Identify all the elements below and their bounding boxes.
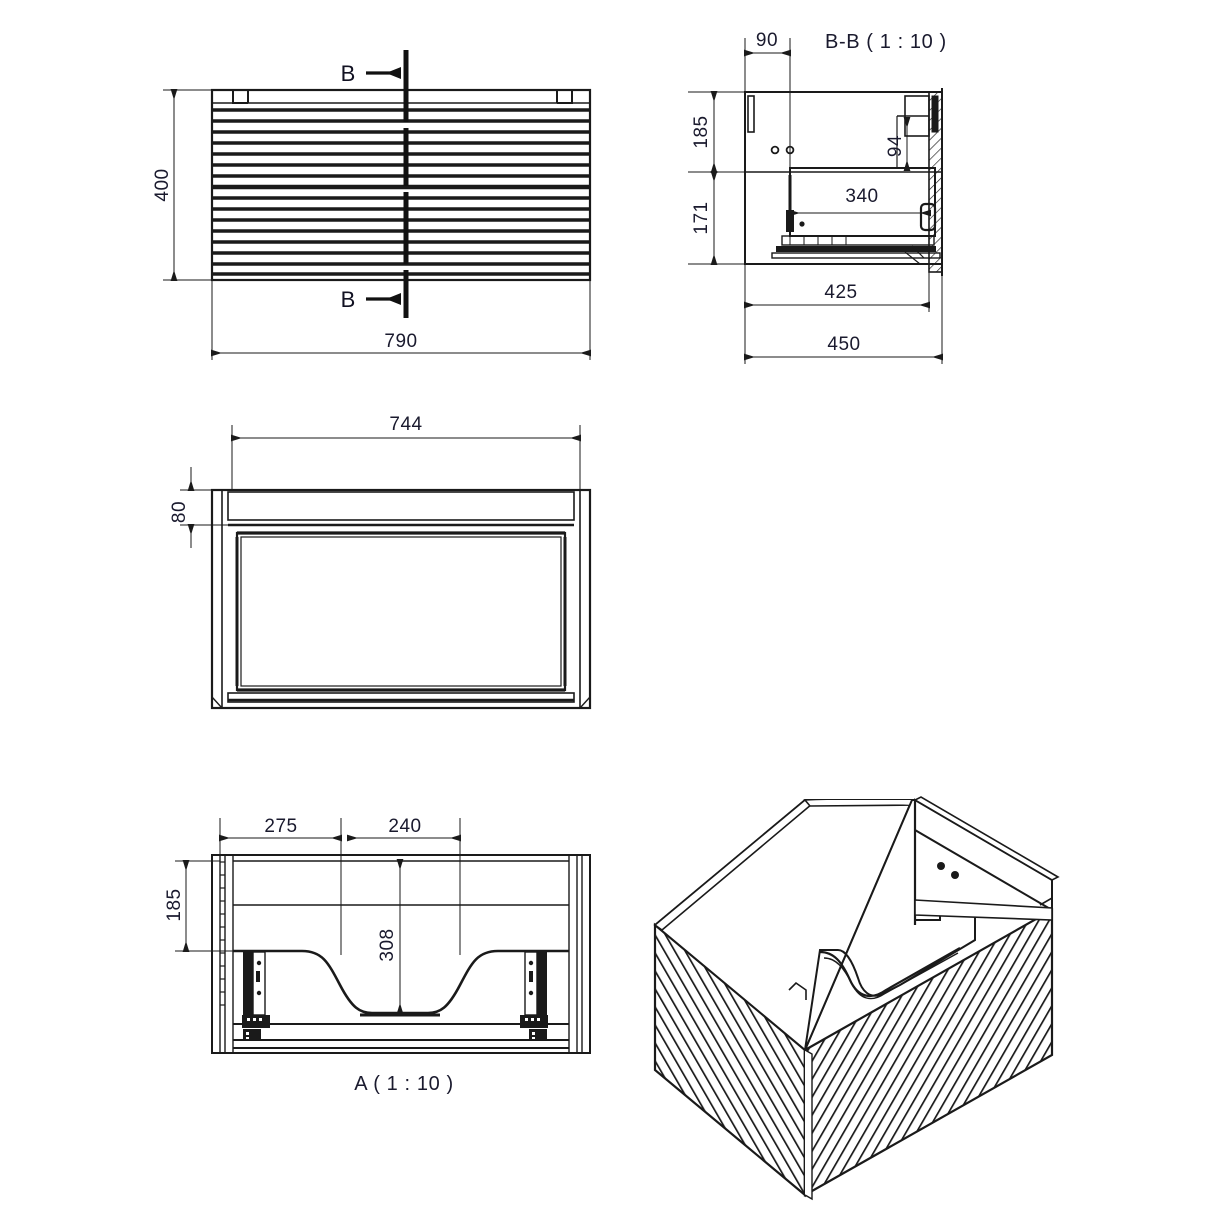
dim-label-275: 275 <box>264 816 297 837</box>
dimension-450 <box>744 264 943 364</box>
dimension-240 <box>347 818 461 955</box>
dimension-275 <box>219 818 342 955</box>
dimension-80 <box>180 467 237 548</box>
dimension-185-detail <box>175 860 233 952</box>
dimension-90 <box>744 38 791 172</box>
isometric-view <box>653 796 1060 1201</box>
top-plan-view <box>180 425 592 710</box>
dimension-425 <box>744 264 930 312</box>
dim-label-400: 400 <box>152 168 173 201</box>
dim-label-790: 790 <box>384 331 417 352</box>
detail-a-label: A ( 1 : 10 ) <box>354 1073 453 1095</box>
dim-label-171: 171 <box>691 201 712 234</box>
dimension-744 <box>231 425 581 490</box>
detail-a-view <box>175 818 591 1054</box>
section-line-bb <box>366 50 409 318</box>
dimension-171 <box>688 171 745 265</box>
dimension-94 <box>896 116 911 171</box>
dim-label-185-detail: 185 <box>164 888 185 921</box>
drawer-slide-left <box>242 951 270 1041</box>
dimension-790 <box>211 280 591 360</box>
dim-label-240: 240 <box>388 816 421 837</box>
dim-label-185-section: 185 <box>691 115 712 148</box>
dim-label-308: 308 <box>377 928 398 961</box>
dim-label-80: 80 <box>169 501 190 523</box>
section-letter-b-top: B <box>341 61 356 86</box>
front-slat-group <box>212 102 590 276</box>
section-bb-label: B-B ( 1 : 10 ) <box>825 31 947 53</box>
section-bb-view <box>688 38 943 364</box>
dim-label-425: 425 <box>824 282 857 303</box>
dim-label-90: 90 <box>756 30 778 51</box>
dim-label-450: 450 <box>827 334 860 355</box>
dimension-400 <box>163 89 212 281</box>
dim-label-94: 94 <box>885 135 906 157</box>
front-elevation-view <box>163 50 592 360</box>
dim-label-744: 744 <box>389 414 422 435</box>
section-letter-b-bottom: B <box>341 287 356 312</box>
drawer-slide-right <box>520 951 548 1041</box>
dim-label-340: 340 <box>845 186 878 207</box>
